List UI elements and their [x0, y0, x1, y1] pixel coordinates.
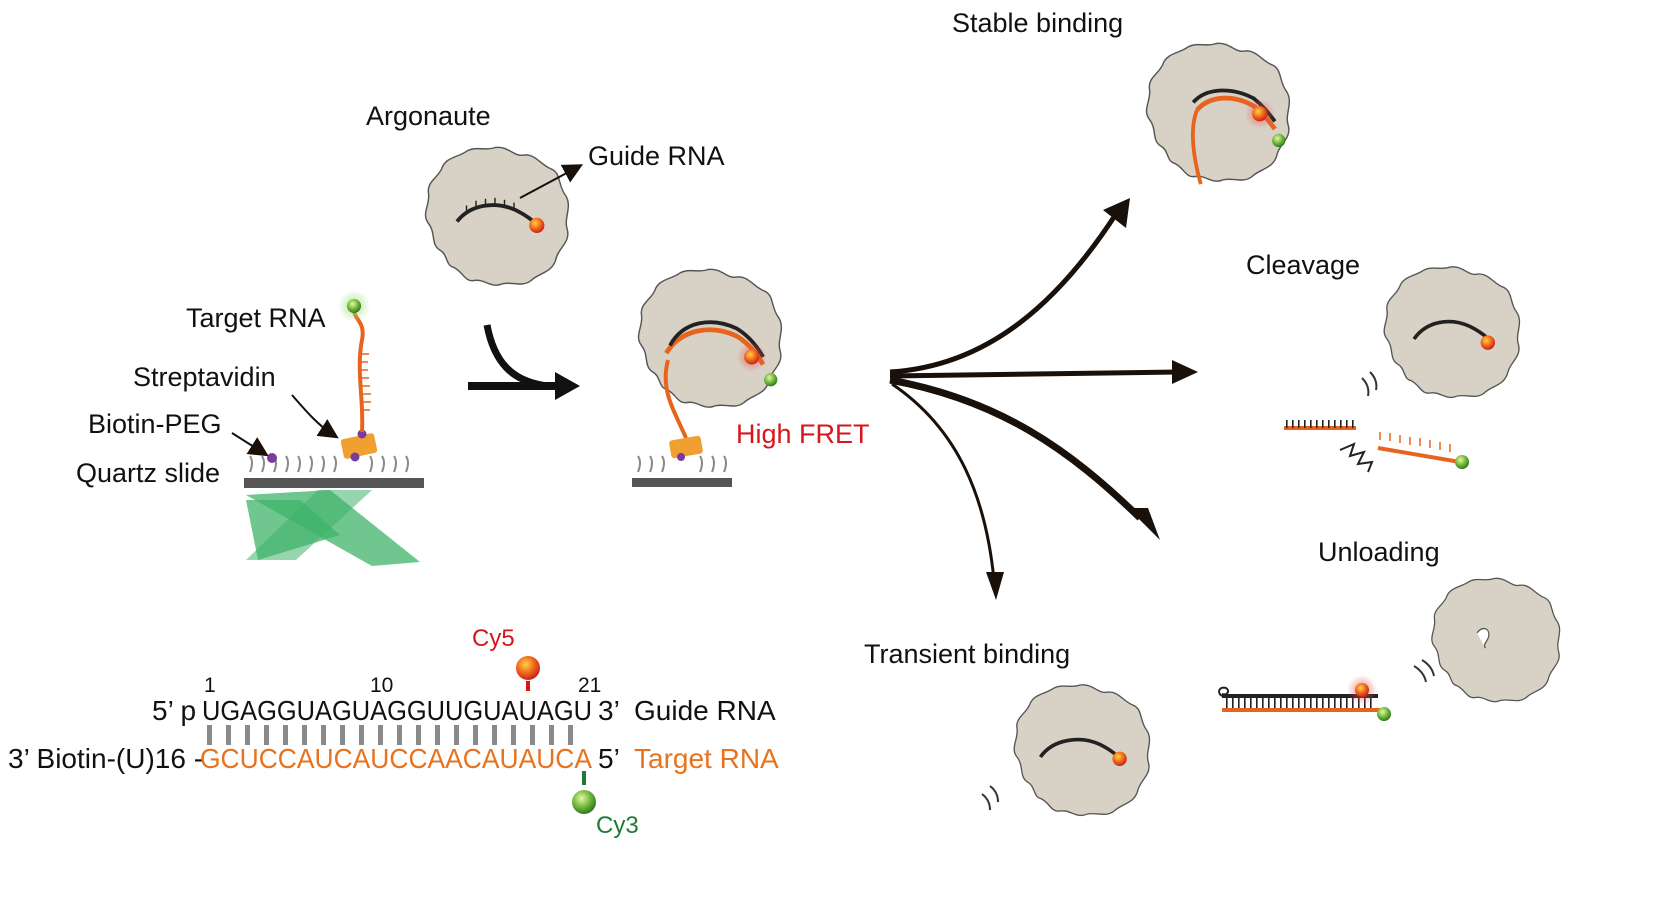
label-transient-binding: Transient binding [864, 639, 1070, 669]
target-suffix: 5’ [598, 743, 620, 774]
branch-arrows [889, 198, 1198, 600]
target-prefix: 3’ Biotin-(U)16 - [8, 743, 203, 774]
label-cy5: Cy5 [472, 625, 515, 652]
label-stable-binding: Stable binding [952, 8, 1123, 38]
streptavidin-block [340, 433, 378, 459]
bound-complex [632, 268, 783, 487]
binding-arrow [468, 324, 580, 400]
biotin-dot [267, 453, 277, 463]
guide-label: Guide RNA [634, 695, 776, 726]
sequence-panel [207, 656, 596, 814]
argonaute-protein [424, 146, 570, 286]
guide-prefix: 5’ p [152, 695, 196, 726]
label-quartz-slide: Quartz slide [76, 458, 220, 488]
target-rna-strand [351, 305, 365, 433]
position-10: 10 [370, 674, 393, 697]
label-cleavage: Cleavage [1246, 250, 1360, 280]
target-sequence: GCUCCAUCAUCCAACAUAUCA [200, 743, 592, 774]
pointer-arrows [231, 394, 339, 457]
unloading-complex [1218, 577, 1561, 721]
label-unloading: Unloading [1318, 537, 1440, 567]
position-21: 21 [578, 674, 601, 697]
label-streptavidin: Streptavidin [133, 362, 276, 392]
base-pair-ticks [207, 725, 573, 745]
guide-rna-pointer [519, 164, 584, 199]
label-argonaute: Argonaute [366, 101, 491, 131]
guide-sequence: UGAGGUAGUAGGUUGUAUAGU [202, 695, 592, 726]
guide-suffix: 3’ [598, 695, 620, 726]
label-biotin-peg: Biotin-PEG [88, 409, 222, 439]
laser-beams [246, 490, 420, 566]
target-label: Target RNA [634, 743, 779, 774]
label-target-rna: Target RNA [186, 303, 326, 333]
label-guide-rna: Guide RNA [588, 141, 725, 171]
quartz-slide [244, 290, 424, 488]
cleavage-complex [1284, 266, 1521, 473]
label-high-fret: High FRET [736, 419, 870, 449]
label-cy3: Cy3 [596, 812, 639, 839]
transient-binding-complex [981, 684, 1151, 817]
cy3-dye [347, 299, 361, 313]
position-1: 1 [204, 674, 216, 697]
stable-binding-complex [1145, 42, 1291, 185]
